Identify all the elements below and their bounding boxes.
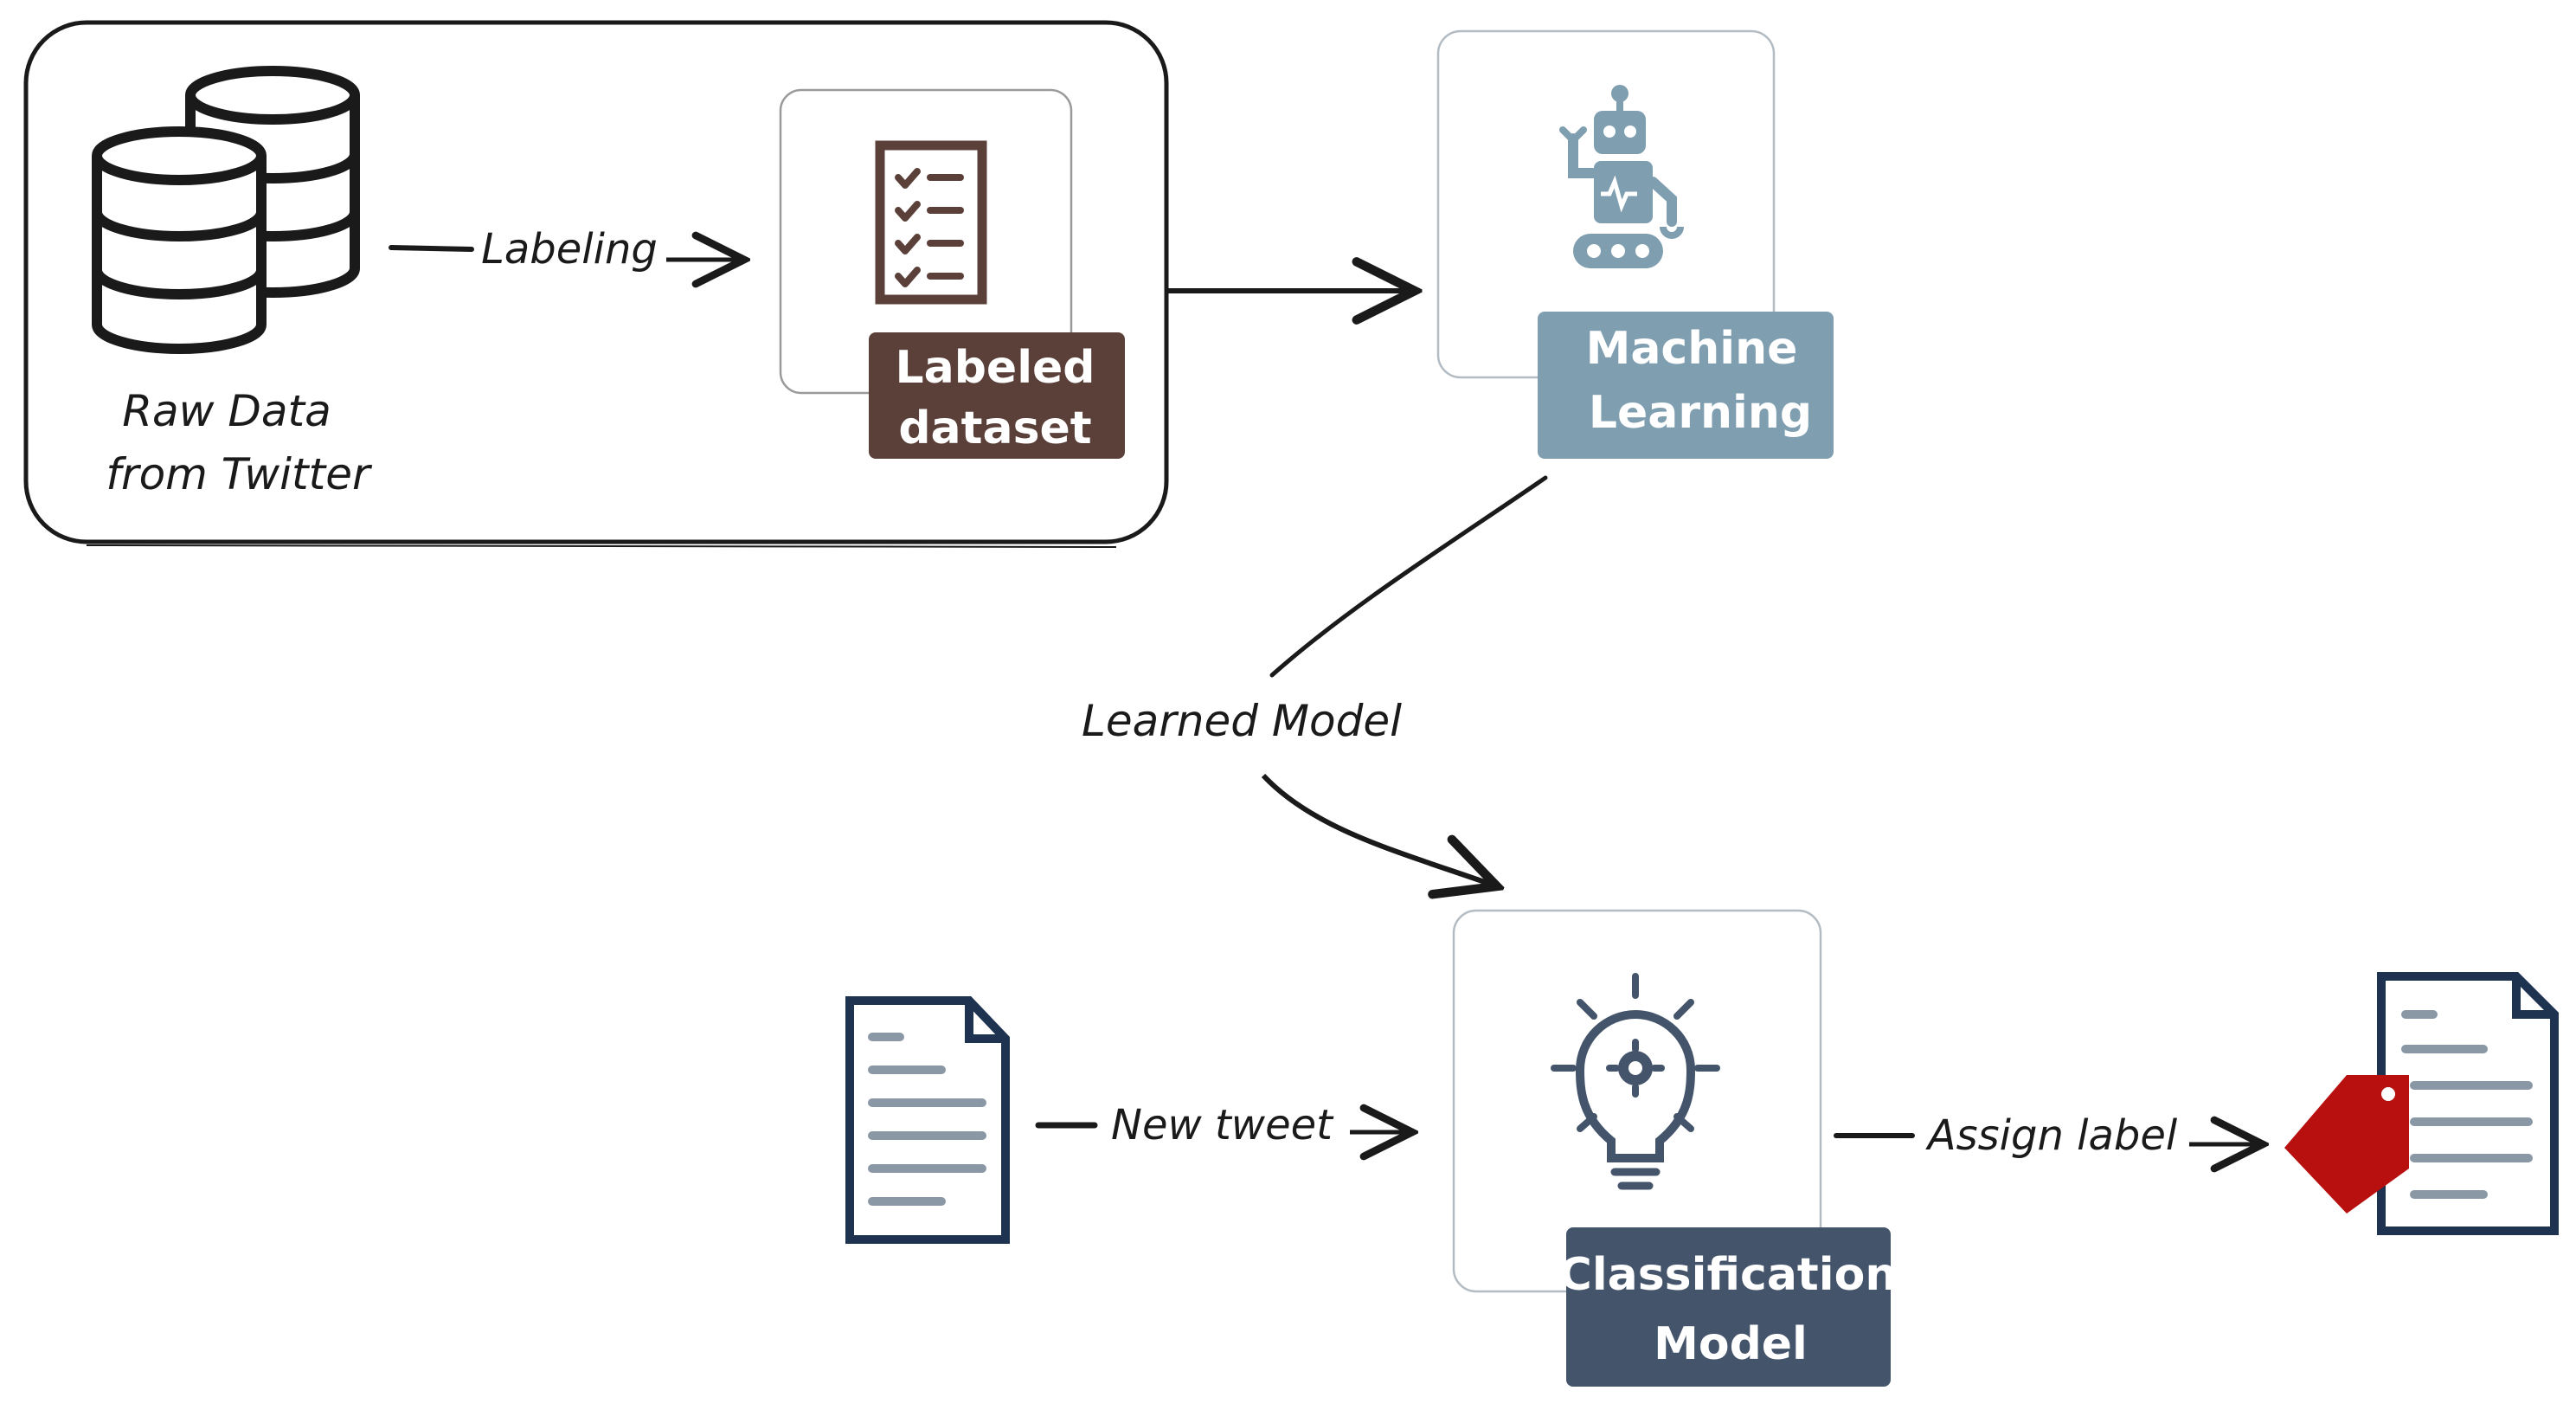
learned-model-edge-label: Learned Model	[1082, 696, 1402, 746]
database-icon	[92, 66, 360, 354]
labeling-arrow-tail	[389, 245, 474, 252]
group-sketch-shadow	[86, 544, 1117, 548]
labeled-dataset-tag	[869, 332, 1125, 459]
assign-label-edge-label: Assign label	[1925, 1111, 2178, 1160]
robot-icon	[1559, 85, 1684, 268]
lightbulb-gear-icon	[1551, 973, 1720, 1190]
labeled-dataset-label-line1: Labeled	[895, 342, 1095, 394]
labeling-edge-label: Labeling	[481, 225, 658, 274]
machine-learning-tag	[1538, 312, 1834, 459]
tagged-document-icon	[2284, 972, 2559, 1235]
machine-learning-label-line2: Learning	[1589, 387, 1812, 439]
learned-model-arrow-upper	[1269, 475, 1548, 678]
labeled-dataset-label-line2: dataset	[898, 402, 1091, 454]
classification-model-label-line2: Model	[1654, 1318, 1808, 1370]
checklist-icon	[875, 140, 987, 305]
document-icon	[845, 996, 1010, 1244]
classification-model-label-line1: Classification	[1559, 1249, 1898, 1301]
learned-model-arrow-lower	[1261, 773, 1497, 886]
new-tweet-edge-label: New tweet	[1111, 1101, 1334, 1149]
raw-data-label-line1: Raw Data	[122, 386, 331, 436]
classification-model-tag	[1566, 1227, 1891, 1387]
machine-learning-label-line1: Machine	[1586, 323, 1798, 375]
raw-data-label-line2: from Twitter	[106, 449, 373, 499]
data-preparation-group	[23, 20, 1169, 544]
price-tag-icon	[2284, 1075, 2409, 1214]
